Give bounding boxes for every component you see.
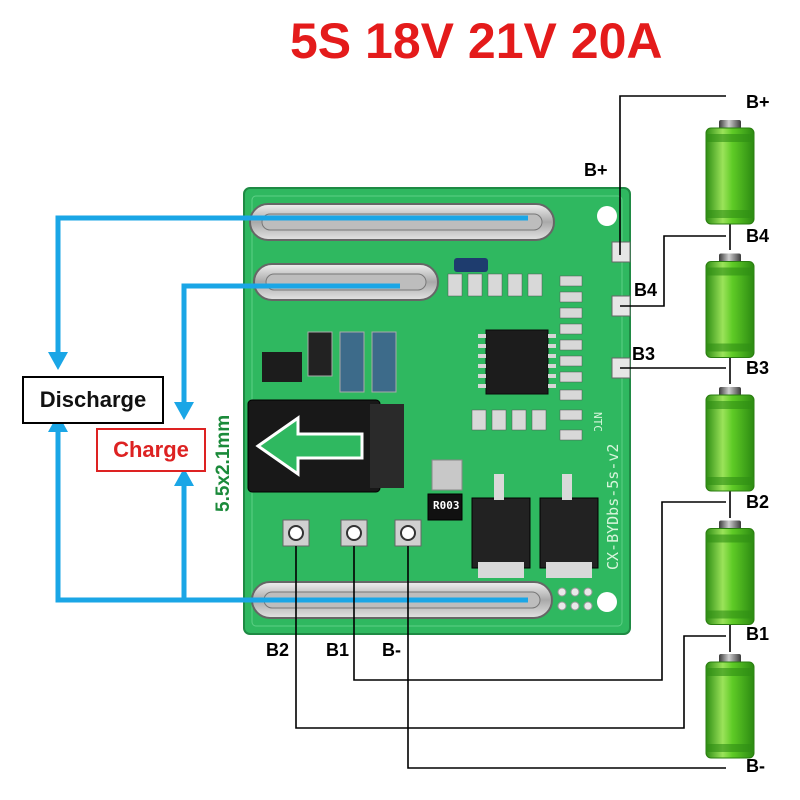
charge-label: Charge xyxy=(96,428,206,472)
pcb-b3-label: B3 xyxy=(632,344,656,364)
pcb-ntc-text: NTC xyxy=(591,412,604,432)
battery-stack xyxy=(705,120,755,759)
wire-label-b2: B2 xyxy=(266,640,290,660)
cell-label-bminus: B- xyxy=(746,756,765,776)
arrow-heads xyxy=(48,352,194,486)
battery-cell xyxy=(705,120,755,225)
discharge-label: Discharge xyxy=(22,376,164,424)
battery-cell xyxy=(705,387,755,492)
wire-label-b1: B1 xyxy=(326,640,350,660)
balance-wiring xyxy=(295,95,731,769)
pcb-b4-label: B4 xyxy=(634,280,658,300)
battery-cell xyxy=(705,520,755,625)
cell-label-b2: B2 xyxy=(746,492,770,512)
jack-size-label: 5.5x2.1mm xyxy=(213,414,234,512)
discharge-arrows xyxy=(55,215,528,603)
page-title: 5S 18V 21V 20A xyxy=(290,13,663,69)
cell-label-b3: B3 xyxy=(746,358,770,378)
cell-label-bplus: B+ xyxy=(746,92,770,112)
wire-label-bminus: B- xyxy=(382,640,401,660)
cell-label-b4: B4 xyxy=(746,226,770,246)
pcb-resistor-text: R003 xyxy=(433,499,460,512)
pcb-model-text: CX-BYDbs-5s-v2 xyxy=(604,443,622,570)
battery-cell xyxy=(705,253,755,358)
pcb-board xyxy=(243,187,631,635)
cell-label-b1: B1 xyxy=(746,624,770,644)
charge-direction-arrow xyxy=(255,415,364,477)
battery-cell xyxy=(705,654,755,759)
pcb-bplus-label: B+ xyxy=(584,160,608,180)
